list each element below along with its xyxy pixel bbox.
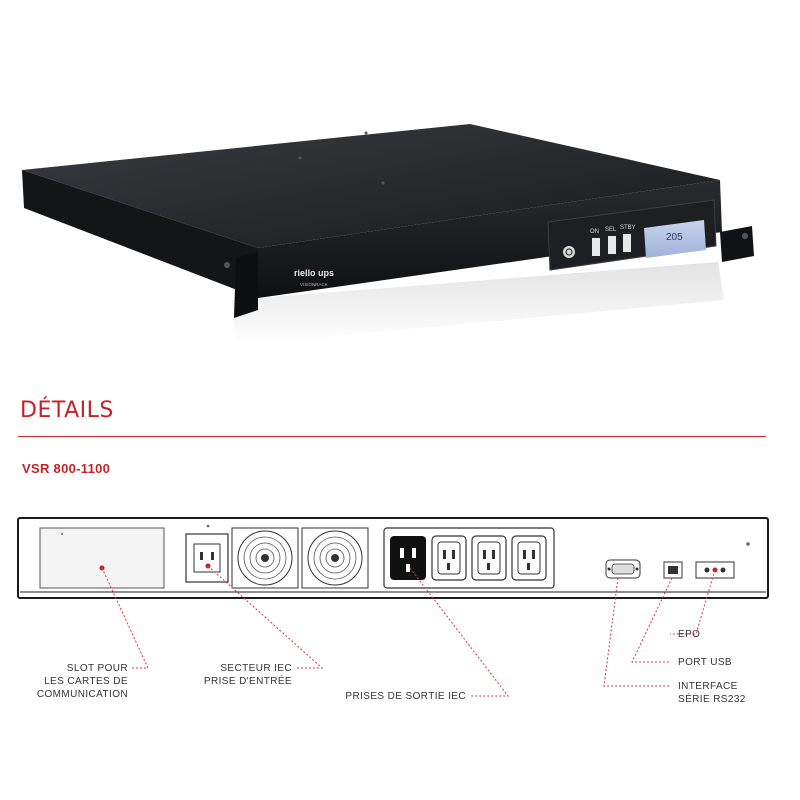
rear-panel-diagram [17, 517, 769, 697]
usb-callout: PORT USB [678, 657, 732, 668]
rack-ear-left [234, 252, 258, 318]
ups-front-panel [258, 180, 722, 298]
mains-callout: SECTEUR IEC PRISE D'ENTRÉE [180, 662, 292, 688]
power-button-icon [563, 246, 575, 258]
cooling-fan-2 [301, 527, 369, 589]
slot-callout: SLOT POUR LES CARTES DE COMMUNICATION [20, 662, 128, 701]
mains-callout-line1: SECTEUR IEC [220, 663, 292, 674]
sel-button [608, 236, 616, 254]
on-label: ON [590, 229, 599, 235]
stby-button [623, 234, 631, 252]
slot-callout-line2: LES CARTES DE [44, 676, 128, 687]
serial-callout-line1: INTERFACE [678, 681, 738, 692]
iec-input-socket [185, 533, 229, 583]
callout-lines [101, 565, 716, 697]
mains-callout-line2: PRISE D'ENTRÉE [203, 676, 292, 687]
slot-callout-line [101, 567, 149, 669]
usb-callout-line [631, 577, 673, 663]
ups-top-cover [22, 124, 720, 248]
serial-callout-line2: SÉRIE RS232 [678, 694, 746, 705]
ups-product-image: ON SEL STBY 205 riello ups VISIONRACK [22, 124, 754, 345]
slot-callout-line3: COMMUNICATION [36, 689, 128, 700]
iec-output-socket-4 [511, 535, 547, 581]
series-logo: VISIONRACK [300, 282, 328, 287]
rs232-port [605, 559, 641, 579]
ups-side-panel [22, 170, 258, 298]
on-button [592, 238, 600, 256]
model-label: VSR 800-1100 [22, 461, 111, 476]
outputs-callout: PRISES DE SORTIE IEC [345, 691, 466, 702]
serial-callout: INTERFACE SÉRIE RS232 [678, 680, 746, 706]
cooling-fan-1 [231, 527, 299, 589]
stby-label: STBY [620, 225, 636, 231]
rack-ear-right [720, 226, 754, 262]
usb-port [663, 561, 683, 579]
slot-callout-line1: SLOT POUR [66, 663, 128, 674]
iec-output-socket-1 [390, 536, 426, 580]
heading-divider [18, 436, 766, 437]
epo-callout: EPO [678, 629, 701, 640]
sel-label: SEL [605, 227, 617, 233]
communication-slot [39, 527, 165, 589]
lcd-display [644, 220, 706, 258]
iec-output-socket-3 [471, 535, 507, 581]
epo-callout-line [670, 569, 716, 635]
serial-callout-line [603, 577, 670, 687]
lcd-reading: 205 [666, 232, 683, 243]
mains-callout-line [207, 565, 324, 669]
details-heading: DÉTAILS [20, 398, 114, 423]
brand-logo: riello ups [294, 268, 334, 278]
iec-output-socket-2 [431, 535, 467, 581]
outputs-callout-line [409, 567, 510, 697]
